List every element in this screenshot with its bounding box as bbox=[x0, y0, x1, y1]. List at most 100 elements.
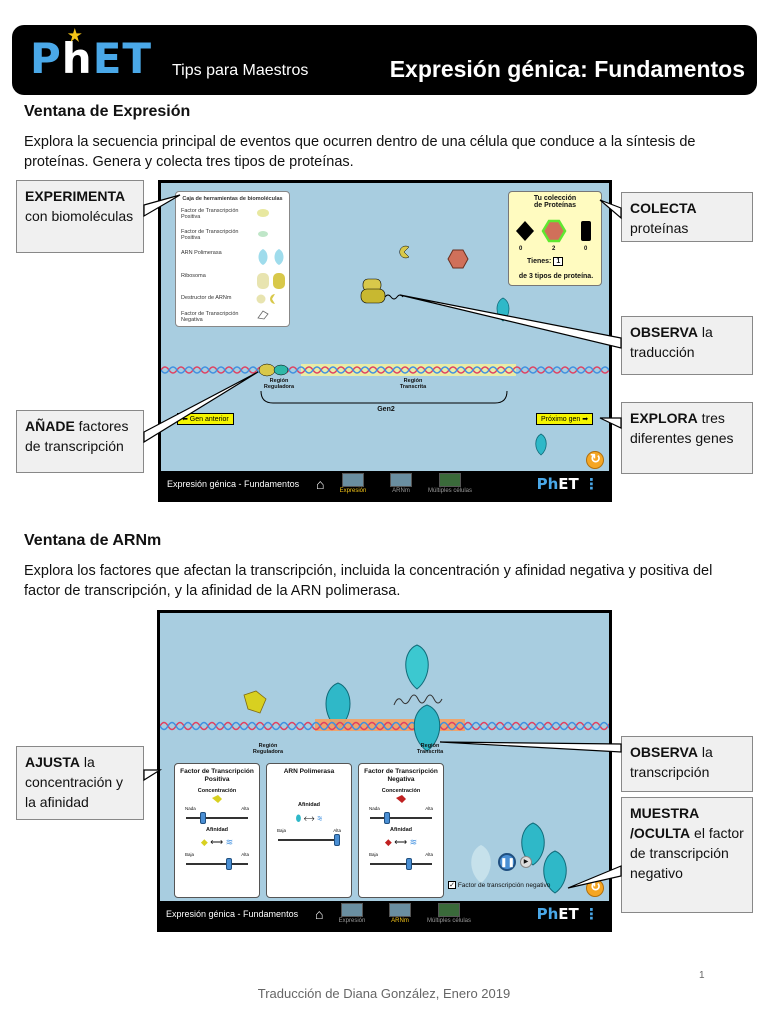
collection-count-2: 0 bbox=[584, 246, 588, 252]
concentration-label: Concentración bbox=[197, 788, 237, 794]
gene-bracket bbox=[260, 390, 508, 404]
concentration-slider[interactable] bbox=[370, 812, 432, 824]
next-gene-button[interactable]: Próximo gen ➡ bbox=[536, 413, 594, 425]
toolbox-item[interactable]: Destructor de ARNm bbox=[181, 293, 286, 311]
positive-tf-icon[interactable] bbox=[240, 689, 270, 717]
checkbox-icon[interactable]: ✓ bbox=[448, 881, 456, 889]
tab-thumbnail bbox=[342, 473, 364, 487]
collection-count-1: 2 bbox=[552, 246, 556, 252]
callout-muestra-oculta: MUESTRA /OCULTA el factor de transcripci… bbox=[621, 797, 753, 913]
tab-thumbnail bbox=[439, 473, 461, 487]
protein-collection-box: Tu colección de Proteínas 0 2 0 Tienes: … bbox=[508, 191, 602, 286]
slider-knob[interactable] bbox=[200, 812, 206, 824]
negative-tf-checkbox[interactable]: ✓ Factor de transcripción negativo bbox=[448, 881, 551, 889]
sim-navbar: Expresión génica - Fundamentos ⌂ Expresi… bbox=[160, 901, 609, 929]
positive-tf-icon bbox=[212, 795, 222, 803]
transcribed-region-label: Región Transcrita bbox=[399, 378, 427, 390]
section-description-arnm: Explora los factores que afectan la tran… bbox=[24, 563, 713, 599]
tab-thumbnail bbox=[438, 903, 460, 917]
tienes-value: 1 bbox=[553, 257, 564, 266]
toolbox-item[interactable]: Factor de Transcripción Positiva bbox=[181, 227, 286, 245]
rna-polymerase-icon[interactable] bbox=[532, 433, 550, 457]
slider-knob[interactable] bbox=[384, 812, 390, 824]
previous-gene-button[interactable]: ⬅ Gen anterior bbox=[177, 413, 234, 425]
panel-title: Factor de Transcripción Positiva bbox=[180, 768, 254, 783]
collection-of-types: de 3 tipos de proteína. bbox=[518, 273, 594, 280]
ribosome-icon[interactable] bbox=[359, 277, 409, 317]
callout-ajusta: AJUSTA la concentración y la afinidad bbox=[16, 746, 144, 820]
dna-strand bbox=[160, 719, 609, 731]
home-icon[interactable]: ⌂ bbox=[316, 476, 325, 492]
affinity-label: Afinidad bbox=[390, 827, 412, 833]
phet-menu-logo[interactable]: PhET ⋮ bbox=[536, 475, 599, 493]
gene-label: Gen2 bbox=[377, 406, 395, 413]
slider-knob[interactable] bbox=[334, 834, 340, 846]
affinity-slider[interactable] bbox=[186, 858, 248, 870]
rna-polymerase-icon bbox=[521, 822, 545, 866]
toolbox-item[interactable]: Factor de Transcripción Positiva bbox=[181, 206, 286, 224]
mrna-sim-screenshot: Región Reguladora Región Transcrita Fact… bbox=[157, 610, 612, 932]
sim-navbar: Expresión génica - Fundamentos ⌂ Expresi… bbox=[161, 471, 609, 499]
concentration-label: Concentración bbox=[381, 788, 421, 794]
negative-tf-icon bbox=[257, 310, 269, 320]
regulatory-region-label: Región Reguladora bbox=[263, 378, 295, 390]
positive-tf-icon bbox=[257, 209, 269, 217]
panel-title: ARN Polimerasa bbox=[283, 768, 335, 775]
collection-title-2: de Proteínas bbox=[533, 202, 576, 209]
rna-polymerase-icon bbox=[471, 845, 491, 883]
slider-knob[interactable] bbox=[406, 858, 412, 870]
tab-thumbnail bbox=[341, 903, 363, 917]
concentration-slider[interactable] bbox=[186, 812, 248, 824]
tab-expresion[interactable]: Expresión bbox=[332, 903, 372, 924]
reset-button[interactable] bbox=[586, 879, 604, 897]
transcription-factors-on-dna[interactable] bbox=[257, 362, 293, 378]
rna-polymerase-icon bbox=[543, 850, 567, 894]
section-title-arnm: Ventana de ARNm bbox=[24, 532, 162, 549]
tab-expresion[interactable]: Expresión bbox=[333, 473, 373, 494]
affinity-slider[interactable] bbox=[278, 834, 340, 846]
home-icon[interactable]: ⌂ bbox=[315, 906, 324, 922]
slider-knob[interactable] bbox=[226, 858, 232, 870]
positive-tf-panel: Factor de Transcripción Positiva Concent… bbox=[174, 763, 260, 898]
tab-multiples-celulas[interactable]: Múltiples células bbox=[427, 473, 473, 494]
reset-button[interactable] bbox=[586, 451, 604, 469]
tab-arnm[interactable]: ARNm bbox=[381, 473, 421, 494]
rna-polymerase-icon[interactable] bbox=[493, 297, 513, 323]
pause-button[interactable]: ❚❚ bbox=[498, 853, 516, 871]
translation-credit: Traducción de Diana González, Enero 2019 bbox=[257, 986, 511, 1001]
section-description-expresion: Explora la secuencia principal de evento… bbox=[24, 134, 696, 170]
transcribed-region-label: Región Transcrita bbox=[416, 743, 444, 755]
collection-count-0: 0 bbox=[519, 246, 523, 252]
callout-anade: AÑADE factores de transcripción bbox=[16, 410, 144, 473]
rna-polymerase-icon[interactable] bbox=[408, 703, 446, 755]
rna-polymerase-icon[interactable] bbox=[400, 643, 434, 695]
affinity-diagram: ◆ ⟷ ≋ bbox=[384, 837, 418, 847]
biomolecule-toolbox: Caja de herramientas de biomoléculas Fac… bbox=[175, 191, 290, 327]
mrna-strand bbox=[393, 694, 443, 706]
expression-sim-screenshot: Caja de herramientas de biomoléculas Fac… bbox=[158, 180, 612, 502]
panel-title: Factor de Transcripción Negativa bbox=[364, 768, 438, 783]
affinity-slider[interactable] bbox=[370, 858, 432, 870]
section-title-expresion: Ventana de Expresión bbox=[24, 103, 191, 120]
toolbox-item[interactable]: Factor de Transcripción Negativa bbox=[181, 309, 286, 327]
phet-menu-logo[interactable]: PhET ⋮ bbox=[536, 905, 599, 923]
tab-thumbnail bbox=[389, 903, 411, 917]
dna-strand bbox=[161, 364, 609, 376]
toolbox-item[interactable]: Ribosoma bbox=[181, 271, 286, 289]
ribosome-icon bbox=[257, 273, 285, 289]
protein-hexagon-icon[interactable] bbox=[447, 249, 469, 269]
sim-title: Expresión génica - Fundamentos bbox=[167, 479, 300, 489]
tab-multiples-celulas[interactable]: Múltiples células bbox=[426, 903, 472, 924]
mrna-destroyer-icon bbox=[256, 294, 275, 304]
mrna-destroyer-icon[interactable] bbox=[397, 245, 411, 259]
step-button[interactable]: ▶ bbox=[520, 856, 532, 868]
tab-arnm[interactable]: ARNm bbox=[380, 903, 420, 924]
toolbox-item[interactable]: ARN Polimerasa bbox=[181, 248, 286, 266]
affinity-diagram: ⬮ ⟷ ≋ bbox=[295, 813, 323, 823]
collection-title: Tu colección bbox=[533, 195, 577, 202]
callout-explora: EXPLORA tres diferentes genes bbox=[621, 402, 753, 474]
page-header: PhET Tips para Maestros Expresión génica… bbox=[12, 25, 757, 95]
